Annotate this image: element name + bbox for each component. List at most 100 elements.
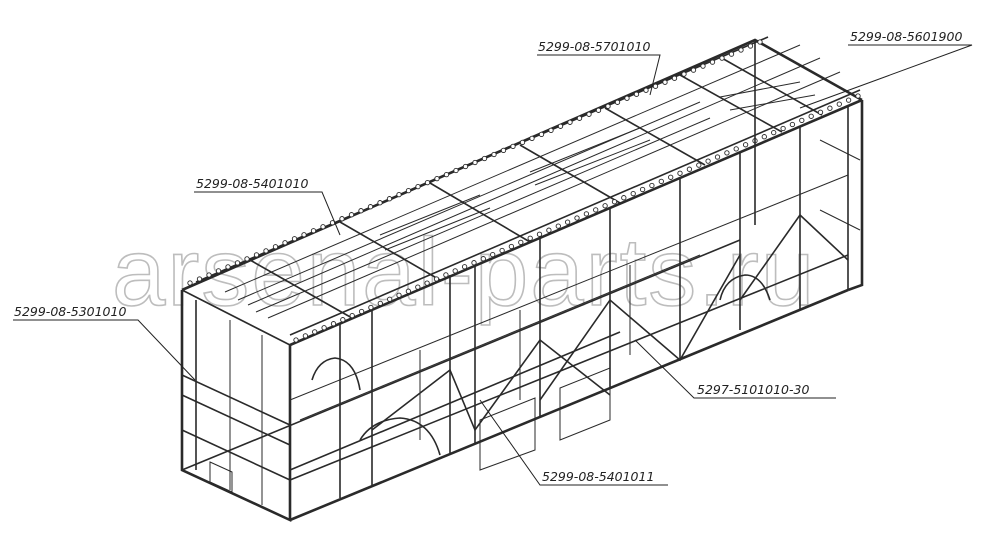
rail-hole bbox=[799, 117, 805, 124]
rail-hole bbox=[424, 280, 430, 286]
rail-hole bbox=[555, 223, 561, 229]
perforated-rail-right bbox=[293, 93, 861, 343]
rail-hole bbox=[836, 101, 842, 107]
rail-hole bbox=[714, 154, 721, 160]
rail-hole bbox=[593, 207, 599, 213]
rail-hole bbox=[677, 170, 683, 176]
rail-hole bbox=[508, 243, 515, 250]
rail-hole bbox=[312, 329, 318, 335]
rail-hole bbox=[761, 134, 767, 140]
rail-hole bbox=[310, 228, 317, 234]
rail-hole bbox=[215, 268, 222, 274]
rail-hole bbox=[453, 167, 459, 174]
rail-hole bbox=[780, 125, 786, 132]
rail-hole bbox=[386, 196, 393, 202]
rail-hole bbox=[548, 127, 554, 134]
rail-hole bbox=[293, 337, 299, 343]
rail-hole bbox=[595, 107, 602, 113]
rail-hole bbox=[567, 119, 573, 125]
rail-hole bbox=[728, 51, 735, 57]
rail-hole bbox=[705, 158, 711, 164]
rail-hole bbox=[771, 129, 777, 136]
rail-hole bbox=[855, 93, 861, 99]
rail-hole bbox=[234, 260, 241, 266]
rail-hole bbox=[605, 103, 611, 109]
rail-hole bbox=[789, 121, 796, 128]
rail-hole bbox=[462, 163, 469, 170]
rail-hole bbox=[396, 191, 402, 198]
rail-hole bbox=[253, 252, 260, 258]
rail-hole bbox=[564, 219, 571, 225]
rail-hole bbox=[696, 162, 702, 168]
rail-hole bbox=[415, 183, 421, 190]
rail-hole bbox=[472, 159, 478, 166]
rail-hole bbox=[742, 142, 749, 148]
rail-hole bbox=[272, 244, 279, 250]
rail-hole bbox=[358, 308, 365, 315]
rail-hole bbox=[662, 79, 668, 85]
rail-hole bbox=[302, 333, 309, 339]
rail-hole bbox=[538, 131, 545, 138]
rail-hole bbox=[668, 174, 674, 180]
rail-hole bbox=[738, 47, 744, 53]
rail-hole bbox=[321, 325, 327, 331]
rail-hole bbox=[348, 212, 355, 218]
rail-hole bbox=[808, 113, 814, 119]
rail-hole bbox=[349, 312, 355, 319]
rail-hole bbox=[500, 147, 507, 154]
rail-hole bbox=[330, 321, 337, 327]
rail-hole bbox=[519, 139, 526, 146]
rail-hole bbox=[724, 150, 730, 156]
rail-hole bbox=[377, 300, 383, 307]
rail-hole bbox=[196, 276, 203, 282]
rail-hole bbox=[377, 200, 383, 206]
rail-hole bbox=[652, 83, 659, 89]
rail-hole bbox=[225, 264, 231, 270]
rail-hole bbox=[536, 231, 543, 237]
rail-hole bbox=[611, 199, 618, 205]
label-left-side: 5299-08-5401010 bbox=[196, 176, 308, 191]
rail-hole bbox=[845, 97, 852, 103]
label-base: 5297-5101010-30 bbox=[697, 382, 809, 397]
rail-hole bbox=[263, 248, 269, 254]
rail-hole bbox=[187, 280, 193, 286]
rail-hole bbox=[490, 251, 496, 258]
rail-hole bbox=[719, 55, 725, 61]
rail-hole bbox=[586, 111, 592, 117]
rail-hole bbox=[639, 186, 646, 193]
rail-hole bbox=[630, 190, 636, 197]
rail-hole bbox=[434, 175, 440, 182]
rail-hole bbox=[510, 143, 516, 150]
rail-hole bbox=[583, 211, 590, 217]
rail-hole bbox=[282, 240, 288, 246]
rail-hole bbox=[206, 272, 212, 278]
rail-hole bbox=[671, 75, 678, 81]
rail-hole bbox=[827, 105, 833, 111]
label-front-face: 5299-08-5301010 bbox=[14, 304, 126, 319]
rail-hole bbox=[367, 204, 374, 210]
rail-hole bbox=[602, 203, 608, 209]
rail-hole bbox=[499, 247, 505, 254]
rail-hole bbox=[557, 123, 564, 129]
rail-hole bbox=[690, 67, 697, 73]
rail-hole bbox=[733, 146, 739, 152]
rail-hole bbox=[633, 91, 640, 97]
rail-hole bbox=[405, 187, 412, 194]
rail-hole bbox=[339, 216, 345, 222]
bus-body-frame bbox=[180, 36, 864, 523]
watermark-text: arsenal-parts.ru bbox=[112, 219, 816, 326]
rail-hole bbox=[546, 227, 552, 233]
rail-hole bbox=[358, 208, 364, 214]
rail-hole bbox=[396, 292, 402, 298]
rail-hole bbox=[481, 155, 488, 162]
rail-hole bbox=[624, 95, 630, 101]
rail-hole bbox=[576, 115, 583, 121]
rail-hole bbox=[700, 63, 706, 69]
leader-lines bbox=[13, 44, 973, 486]
rail-hole bbox=[709, 59, 716, 65]
rail-hole bbox=[518, 239, 524, 246]
rail-hole bbox=[291, 236, 298, 242]
rail-hole bbox=[443, 272, 449, 278]
rail-hole bbox=[244, 256, 250, 262]
